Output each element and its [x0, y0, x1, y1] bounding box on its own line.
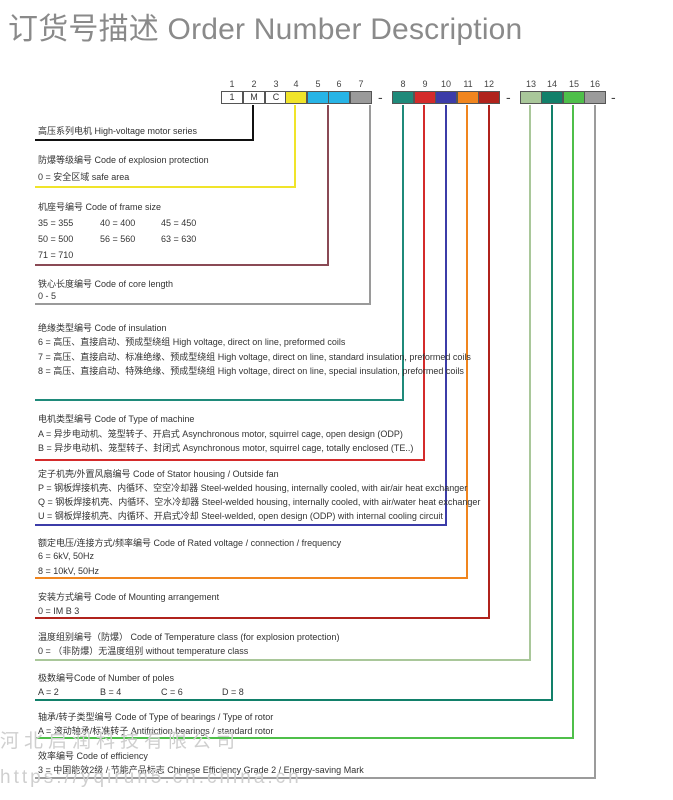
section-line: 0 - 5 [38, 291, 57, 301]
position-number: 7 [358, 79, 364, 89]
section-line: B = 异步电动机、笼型转子、封闭式 Asynchronous motor, s… [38, 443, 414, 453]
section-heading: 极数编号Code of Number of poles [38, 673, 175, 683]
line-pos15 [35, 105, 574, 739]
position-number: 15 [568, 79, 579, 89]
code-box-11 [457, 91, 479, 104]
poles-value: A = 2 [38, 687, 59, 697]
section-heading: 安装方式编号 Code of Mounting arrangement [38, 592, 220, 602]
position-number: 11 [463, 79, 473, 89]
section-line: Q = 钢板焊接机壳、内循环、空水冷却器 Steel-welded housin… [38, 497, 481, 507]
section-heading: 绝缘类型编号 Code of insulation [38, 323, 167, 333]
line-pos11 [35, 105, 468, 579]
section-heading: 定子机壳/外置风扇编号 Code of Stator housing / Out… [38, 469, 279, 479]
line-pos12 [35, 105, 490, 619]
position-number: 12 [483, 79, 494, 89]
line-pos8 [35, 105, 404, 401]
position-number: 4 [293, 79, 299, 89]
position-number: 16 [589, 79, 600, 89]
line-pos4 [35, 105, 296, 188]
frame-size-value: 63 = 630 [161, 234, 197, 244]
poles-value: C = 6 [161, 687, 183, 697]
code-box-15 [563, 91, 585, 104]
section-line: 8 = 高压、直接启动、特殊绝缘、预成型绕组 High voltage, dir… [38, 366, 464, 376]
position-number: 6 [336, 79, 342, 89]
frame-size-value: 45 = 450 [161, 218, 197, 228]
code-box-14 [541, 91, 563, 104]
code-box-5 [307, 91, 329, 104]
page-title: 订货号描述 Order Number Description [8, 13, 523, 46]
section-heading: 机座号编号 Code of frame size [38, 202, 162, 212]
frame-size-value: 50 = 500 [38, 234, 74, 244]
code-box-2: M [243, 91, 265, 104]
section-line: 6 = 6kV, 50Hz [38, 551, 94, 561]
section-heading: 轴承/转子类型编号 Code of Type of bearings / Typ… [38, 712, 274, 722]
poles-value: D = 8 [222, 687, 244, 697]
section-line: 0 = （非防爆）无温度组别 without temperature class [38, 646, 249, 656]
code-box-13 [520, 91, 542, 104]
position-number: 2 [251, 79, 257, 89]
frame-size-value: 35 = 355 [38, 218, 74, 228]
position-number: 3 [273, 79, 279, 89]
section-heading: 电机类型编号 Code of Type of machine [38, 414, 195, 424]
poles-value: B = 4 [100, 687, 122, 697]
code-box-16 [584, 91, 606, 104]
line-pos1 [35, 105, 254, 141]
section-heading: 高压系列电机 High-voltage motor series [38, 126, 198, 136]
code-dash: - [506, 89, 511, 105]
section-line: 3 = 中国能效2级 / 节能产品标志 Chinese Efficiency G… [38, 765, 364, 775]
line-pos5 [35, 105, 329, 266]
line-pos16 [35, 105, 596, 779]
code-box-4 [285, 91, 307, 104]
code-box-7 [350, 91, 372, 104]
section-line: U = 钢板焊接机壳、内循环、开启式冷却 Steel-welded, open … [38, 511, 443, 521]
section-heading: 温度组别编号（防爆） Code of Temperature class (fo… [38, 632, 340, 642]
code-box-8 [392, 91, 414, 104]
watermark-url: https://yqirun5.cn.china.cn [0, 767, 302, 788]
section-line: A = 滚动轴承/标准转子 Antifriction bearings / st… [38, 726, 274, 736]
section-heading: 铁心长度编号 Code of core length [38, 279, 174, 289]
line-pos7 [35, 105, 371, 305]
section-line: A = 异步电动机、笼型转子、开启式 Asynchronous motor, s… [38, 429, 403, 439]
frame-size-value: 40 = 400 [100, 218, 136, 228]
section-line: P = 钢板焊接机壳、内循环、空空冷却器 Steel-welded housin… [38, 483, 468, 493]
position-number: 14 [546, 79, 557, 89]
code-box-9 [414, 91, 436, 104]
position-number: 1 [229, 79, 235, 89]
position-number: 13 [525, 79, 536, 89]
line-pos13 [35, 105, 531, 661]
section-line: 0 = IM B 3 [38, 606, 80, 616]
watermark-company: 河北启润科技有限公司 [0, 731, 241, 752]
section-heading: 效率编号 Code of efficiency [38, 751, 148, 761]
line-pos9 [35, 105, 425, 461]
frame-size-value: 71 = 710 [38, 250, 74, 260]
code-box-6 [328, 91, 350, 104]
frame-size-value: 56 = 560 [100, 234, 136, 244]
position-number: 9 [422, 79, 428, 89]
section-heading: 额定电压/连接方式/频率编号 Code of Rated voltage / c… [38, 538, 342, 548]
line-pos10 [35, 105, 447, 526]
position-number: 10 [440, 79, 451, 89]
section-line: 6 = 高压、直接启动、预成型绕组 High voltage, direct o… [38, 337, 346, 347]
line-pos14 [35, 105, 553, 701]
position-number: 8 [400, 79, 406, 89]
section-line: 7 = 高压、直接启动、标准绝缘、预成型绕组 High voltage, dir… [38, 352, 471, 362]
code-dash: - [378, 89, 383, 105]
code-box-1: 1 [221, 91, 243, 104]
code-box-10 [435, 91, 457, 104]
code-box-12 [478, 91, 500, 104]
section-line: 0 = 安全区域 safe area [38, 172, 130, 182]
position-number: 5 [315, 79, 321, 89]
code-box-3: C [265, 91, 287, 104]
code-dash: - [611, 89, 616, 105]
section-heading: 防爆等级编号 Code of explosion protection [38, 155, 209, 165]
section-line: 8 = 10kV, 50Hz [38, 566, 99, 576]
